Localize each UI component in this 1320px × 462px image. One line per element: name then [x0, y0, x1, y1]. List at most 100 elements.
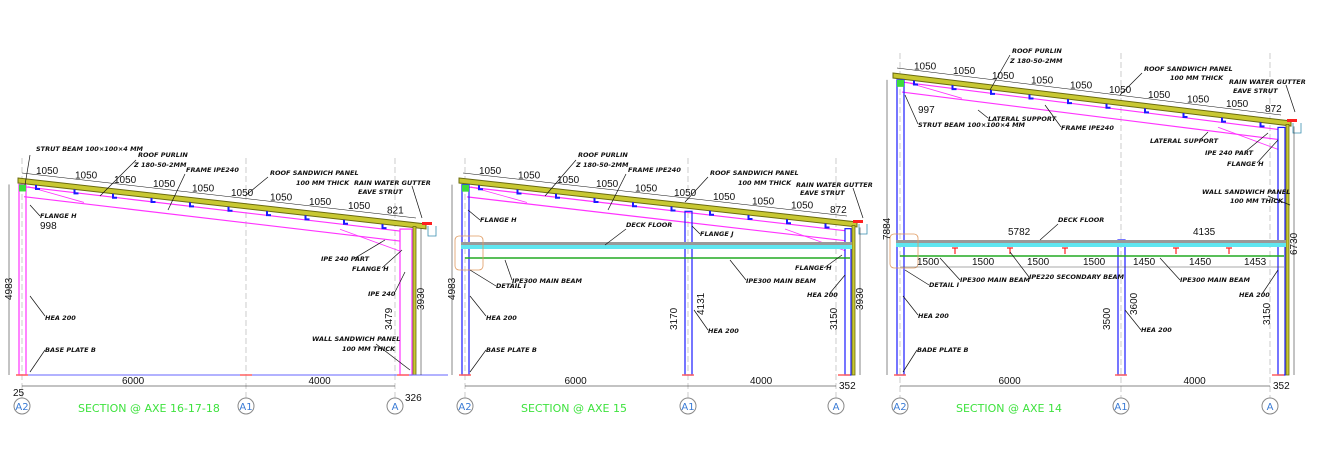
leader-line [544, 159, 577, 197]
secondary-beam-spacing: 1450 [1133, 257, 1156, 268]
leader-line [504, 259, 513, 281]
roof-dimension: 1050 [1226, 99, 1249, 110]
label-purlin-spec: Z 180-50-2MM [575, 161, 629, 169]
label-purlin-spec: Z 180-50-2MM [1009, 57, 1063, 65]
secondary-beam-spacing: 1500 [1027, 257, 1050, 268]
leader-line [729, 259, 747, 281]
height-dimension: 4983 [4, 277, 15, 300]
label-roof-panel-thk: 100 MM THICK [1170, 74, 1224, 82]
leader-line [29, 204, 41, 217]
label-purlin-spec: Z 180-50-2MM [133, 161, 187, 169]
leader-line [29, 295, 46, 317]
deck-dimension: 5782 [1008, 227, 1031, 238]
leader-line [904, 94, 919, 125]
label-base: BADE PLATE B [917, 346, 969, 354]
leader-line [902, 349, 918, 373]
label-gutter: RAIN WATER GUTTER [354, 179, 431, 187]
label-gutter: RAIN WATER GUTTER [1229, 78, 1306, 86]
leader-line [1285, 84, 1296, 113]
axis-label-a2: A2 [893, 402, 906, 413]
label-eave: EAVE STRUT [800, 189, 845, 197]
axis-bubble [827, 397, 845, 415]
inner-height-dimension: 3150 [1262, 302, 1273, 325]
label-flange-right: FLANGE H [352, 265, 389, 273]
label-flange-right: FLANGE H [795, 264, 832, 272]
roof-dimension: 1050 [596, 179, 619, 190]
leader-line [829, 274, 846, 294]
roof-dimension: 821 [387, 206, 404, 217]
label-flange-left: FLANGE H [40, 212, 77, 220]
wall-sandwich-panel [1285, 123, 1290, 376]
roof-dimension: 1050 [1148, 90, 1171, 101]
leader-line [1267, 195, 1291, 206]
mid-height-dimension: 3600 [1129, 292, 1140, 315]
frame-rafter-top [23, 186, 401, 232]
leader-line [354, 239, 386, 259]
roof-dimension: 1050 [153, 179, 176, 190]
roof-purlin-icon [516, 189, 522, 195]
frame-rafter-bottom [901, 91, 1279, 141]
label-deck: DECK FLOOR [1058, 216, 1104, 224]
section-title: SECTION @ AXE 16-17-18 [78, 402, 220, 415]
roof-dimension: 1050 [1109, 85, 1132, 96]
secondary-beam-spacing: 1500 [972, 257, 995, 268]
label-detail: DETAIL I [929, 281, 960, 289]
leader-line [904, 269, 930, 286]
label-beam-right: IPE300 MAIN BEAM [1180, 276, 1250, 284]
axis-label-a: A [392, 402, 399, 413]
label-column: HEA 200 [45, 314, 76, 322]
leader-line [167, 173, 186, 211]
gutter-profile [858, 224, 868, 235]
leader-line [411, 185, 423, 219]
roof-dimension: 1050 [953, 66, 976, 77]
roof-purlin-icon [786, 219, 791, 225]
axis-label-a1: A1 [1114, 402, 1127, 413]
roof-dimension: 1050 [75, 170, 98, 181]
section-title: SECTION @ AXE 14 [956, 402, 1062, 415]
axis-label-a2: A2 [458, 402, 471, 413]
label-wall-panel: WALL SANDWICH PANEL [312, 335, 400, 343]
label-base: BASE PLATE B [45, 346, 96, 354]
roof-purlin-icon [913, 80, 918, 86]
label-column-left: HEA 200 [918, 312, 949, 320]
leader-line [1119, 72, 1143, 96]
label-flange-right: FLANGE H [1227, 160, 1264, 168]
roof-purlin-icon [227, 206, 233, 212]
mid-height-dimension: 3170 [669, 307, 680, 330]
column-right [399, 228, 413, 376]
label-column-mid: HEA 200 [1141, 326, 1172, 334]
span-dimension-6000: 6000 [565, 376, 588, 387]
leader-line [375, 343, 411, 371]
leader-line [823, 254, 843, 269]
secondary-beam-spacing: 1450 [1189, 257, 1212, 268]
label-roof-panel-thk: 100 MM THICK [738, 179, 792, 187]
roof-purlin-icon [1067, 99, 1072, 105]
wall-height-dimension: 3930 [416, 287, 427, 310]
roof-purlin-icon [343, 219, 348, 225]
label-eave: EAVE STRUT [1233, 87, 1278, 95]
ipe220-secondary-beam-icon [1062, 247, 1068, 254]
label-roof-panel: ROOF SANDWICH PANEL [270, 169, 359, 177]
label-beam-right: IPE300 MAIN BEAM [746, 277, 816, 285]
column-hea200-left [896, 79, 905, 376]
label-ipe-part: IPE 240 PART [1205, 149, 1254, 157]
roof-purlin-icon [150, 198, 156, 204]
label-detail: DETAIL I [496, 282, 527, 290]
label-roof-panel: ROOF SANDWICH PANEL [710, 169, 799, 177]
roof-purlin-icon [266, 211, 271, 217]
wall-height-dimension: 6730 [1289, 232, 1300, 255]
roof-dimension: 1050 [1031, 76, 1054, 87]
inner-height-dimension: 3150 [829, 307, 840, 330]
leader-line [604, 228, 627, 246]
axis-label-a2: A2 [15, 402, 28, 413]
leader-line [469, 349, 487, 373]
roof-dimension: 1050 [1187, 94, 1210, 105]
secondary-beam-spacing: 1500 [917, 257, 940, 268]
span-dimension-4000: 4000 [750, 376, 773, 387]
roof-purlin-icon [670, 206, 676, 212]
label-base: BASE PLATE B [486, 346, 537, 354]
leader-line [1199, 131, 1209, 141]
rain-water-gutter [422, 222, 432, 225]
column-hea200-mid [684, 210, 693, 376]
